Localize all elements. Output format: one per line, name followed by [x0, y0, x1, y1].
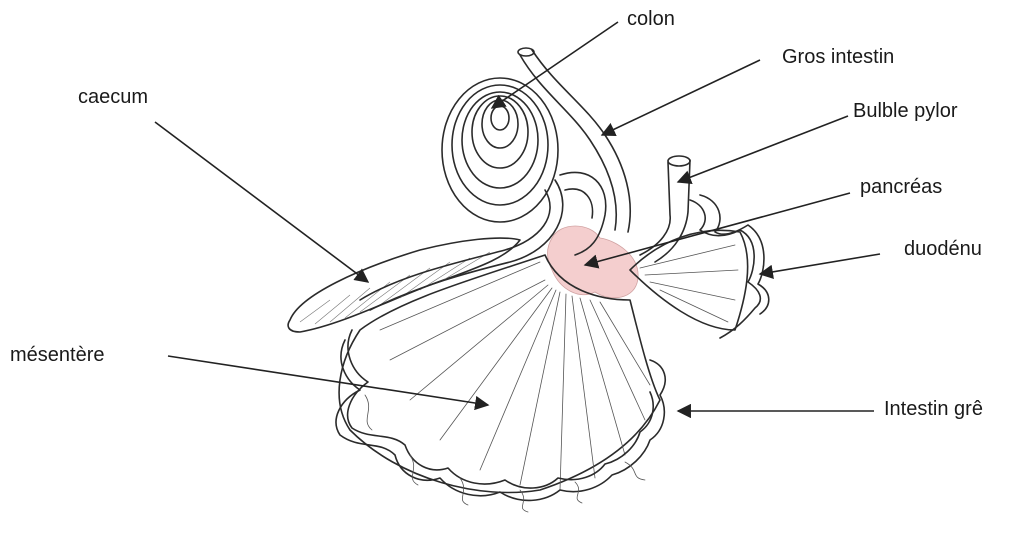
- label-duodenum: duodénu: [904, 238, 982, 261]
- gros-intestin-leader: [602, 60, 760, 135]
- bulbe-pylor-leader: [678, 116, 848, 182]
- duodenum-leader: [760, 254, 880, 274]
- pancreas-shape: [548, 226, 639, 298]
- label-caecum: caecum: [78, 86, 148, 109]
- label-gros-intestin: Gros intestin: [782, 46, 894, 69]
- caecum-leader: [155, 122, 368, 282]
- colon-leader: [492, 22, 618, 108]
- pyloric-bulb: [640, 156, 690, 262]
- colon-spiral: [360, 78, 563, 310]
- pancreas-leader: [585, 193, 850, 265]
- label-intestin-grele: Intestin grê: [884, 398, 983, 421]
- duodenum-mesentery: [630, 230, 748, 330]
- label-bulbe-pylor: Bulble pylor: [853, 100, 958, 123]
- label-colon: colon: [627, 8, 675, 31]
- mesentere-leader: [168, 356, 488, 405]
- label-mesentere: mésentère: [10, 344, 105, 367]
- label-pancreas: pancréas: [860, 176, 942, 199]
- duodenum-loop: [690, 195, 769, 338]
